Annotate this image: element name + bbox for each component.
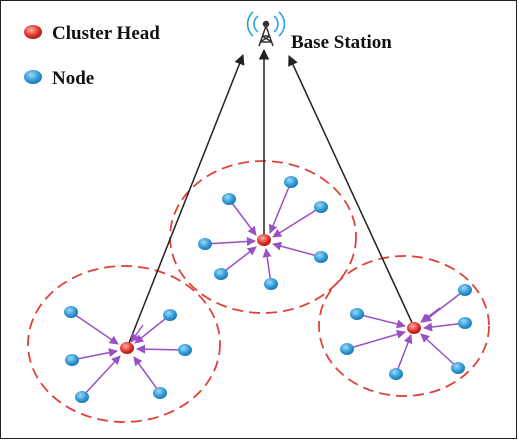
cluster-head-legend-icon: [24, 25, 42, 39]
right-cluster: [340, 284, 472, 380]
cluster-head-legend-label: Cluster Head: [52, 23, 160, 44]
base-station: Base Station: [246, 11, 392, 53]
node: [198, 238, 212, 250]
node: [458, 317, 472, 329]
cluster-boundary-left: [27, 265, 221, 423]
node: [264, 278, 278, 290]
uplink-right: [288, 55, 415, 328]
node: [458, 284, 472, 296]
node: [314, 201, 328, 213]
antenna-tower-icon: [246, 11, 286, 37]
node: [340, 343, 354, 355]
cluster-head: [257, 234, 271, 246]
node: [64, 306, 78, 318]
node: [350, 308, 364, 320]
tower-icon: [258, 20, 274, 47]
node: [284, 176, 298, 188]
left-cluster: [64, 306, 192, 403]
node: [75, 391, 89, 403]
uplink-left: [126, 54, 245, 349]
middle-cluster: [198, 176, 328, 290]
node: [451, 362, 465, 374]
node: [222, 193, 236, 205]
node-legend-icon: [24, 70, 42, 84]
node: [163, 309, 177, 321]
node: [214, 268, 228, 280]
cluster-boundary-middle: [169, 160, 357, 314]
base-station-label: Base Station: [291, 32, 392, 53]
cluster-head: [120, 342, 134, 354]
node: [65, 354, 79, 366]
node: [389, 368, 403, 380]
node-legend-label: Node: [52, 68, 94, 89]
cluster-boundary-right: [318, 255, 490, 397]
node: [153, 387, 167, 399]
node: [178, 344, 192, 356]
node: [314, 251, 328, 263]
legend: Cluster Head Node: [24, 23, 160, 89]
uplinks: [126, 48, 415, 349]
cluster-head: [407, 322, 421, 334]
